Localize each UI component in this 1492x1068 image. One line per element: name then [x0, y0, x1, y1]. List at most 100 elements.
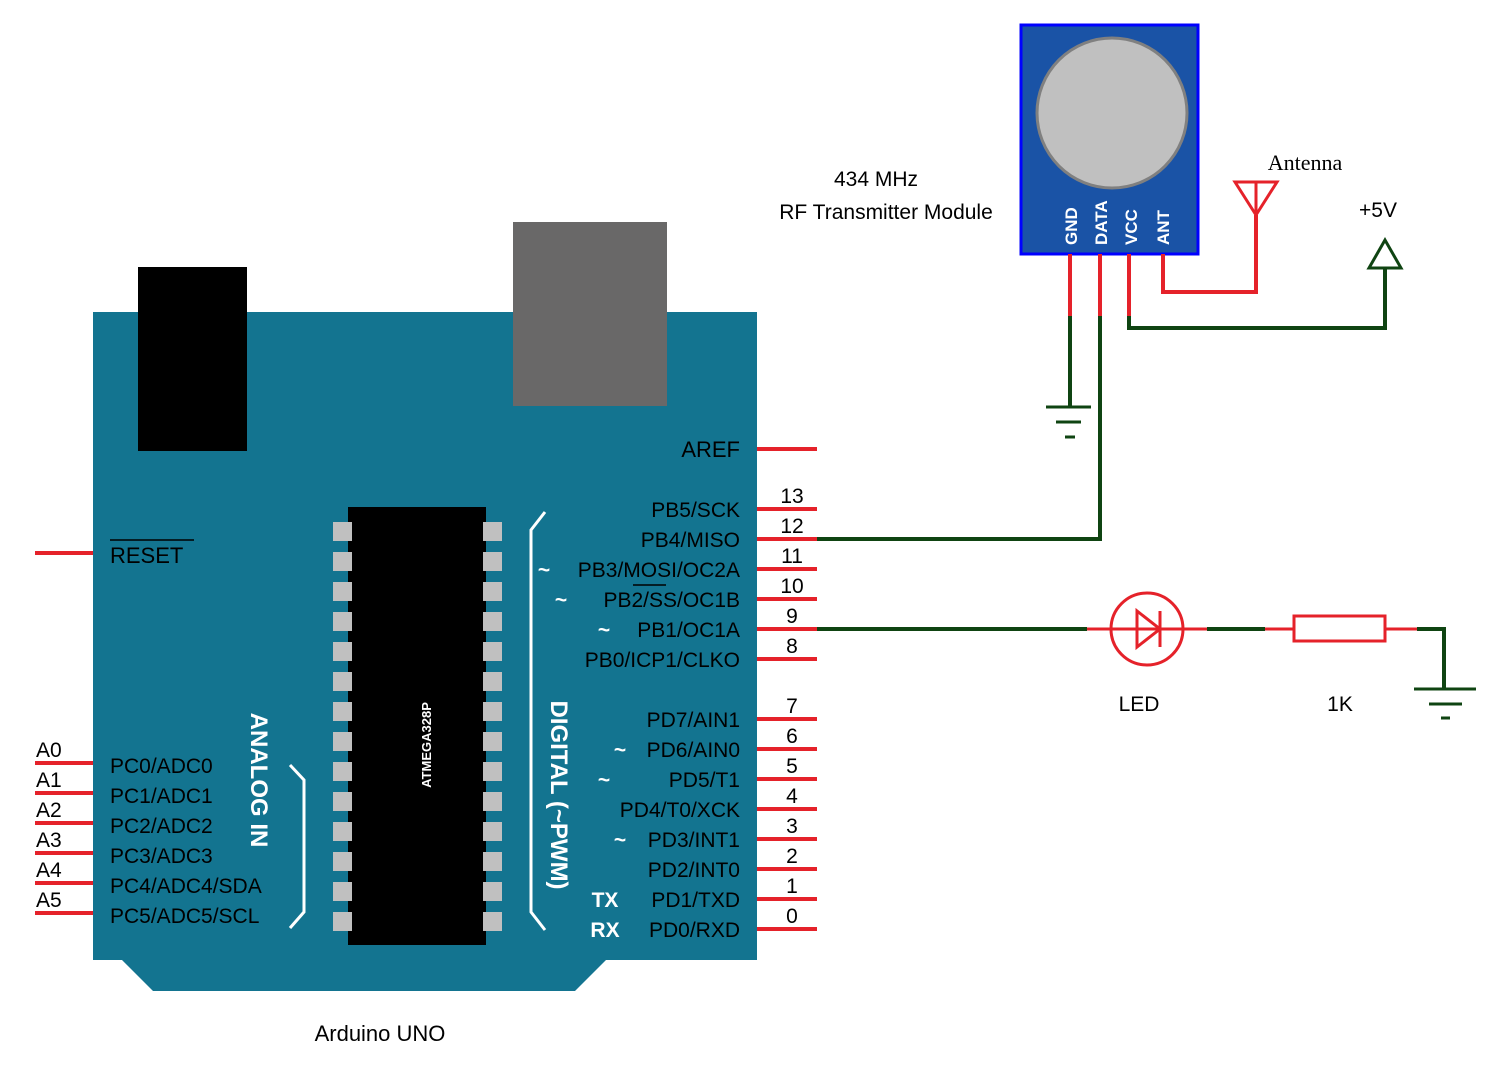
chip-pin	[333, 552, 352, 571]
pin-number: 4	[786, 785, 798, 808]
pin-name: PB4/MISO	[641, 529, 740, 552]
pin-name: PB0/ICP1/CLKO	[585, 649, 740, 672]
chip-pin	[483, 582, 502, 601]
power-label: +5V	[1359, 199, 1397, 222]
wire-resistor-gnd	[1417, 627, 1446, 688]
pin-name: PB3/MOSI/OC2A	[578, 559, 740, 582]
pin-name: PD1/TXD	[651, 889, 740, 912]
chip-pin	[333, 852, 352, 871]
pin-prefix: TX	[592, 889, 619, 912]
arduino-board: ATMEGA328P DIGITAL (~PWM) ANALOG IN RESE…	[35, 222, 817, 991]
chip-pin	[483, 642, 502, 661]
rf-pin-label-gnd: GND	[1062, 207, 1081, 245]
pin-number: A4	[36, 859, 62, 882]
ground-symbol-led	[1414, 687, 1476, 720]
ground-symbol-rf	[1046, 405, 1091, 439]
chip-pin	[333, 732, 352, 751]
pin-name: PD3/INT1	[648, 829, 740, 852]
pin-prefix: RX	[590, 919, 619, 942]
pin-name: PD5/T1	[669, 769, 740, 792]
rf-module-crystal	[1035, 36, 1189, 190]
chip-label: ATMEGA328P	[419, 702, 434, 788]
rf-pin-label-ant: ANT	[1154, 209, 1173, 245]
pin-prefix: ~	[538, 559, 550, 582]
pin-number: A2	[36, 799, 62, 822]
digital-bracket	[529, 511, 547, 931]
rf-ant-lead	[1161, 215, 1258, 294]
pin-number: 10	[780, 575, 803, 598]
chip-pin	[483, 852, 502, 871]
chip-pin	[333, 702, 352, 721]
pin-name: PC0/ADC0	[110, 755, 213, 778]
digital-group-label: DIGITAL (~PWM)	[545, 700, 572, 889]
rf-module-leads	[1068, 215, 1258, 316]
pin-number: A3	[36, 829, 62, 852]
pin-number: 8	[786, 635, 798, 658]
pin-number: 11	[781, 545, 803, 568]
pin-prefix: ~	[614, 829, 626, 852]
reset-label: RESET	[110, 543, 183, 568]
resistor-label: 1K	[1327, 693, 1353, 716]
chip-pin	[333, 612, 352, 631]
aref-label: AREF	[681, 437, 740, 462]
chip-pin	[483, 672, 502, 691]
chip-pin	[483, 822, 502, 841]
pin-number: 2	[786, 845, 798, 868]
rf-module-title-line1: 434 MHz	[834, 168, 918, 191]
chip-pin	[483, 522, 502, 541]
usb-port	[513, 222, 667, 406]
pin-prefix: ~	[598, 619, 610, 642]
pin-number: 7	[786, 695, 798, 718]
pin-number: 9	[786, 605, 798, 628]
pin-name: PC3/ADC3	[110, 845, 213, 868]
antenna-symbol	[1232, 180, 1280, 218]
chip-pin	[483, 762, 502, 781]
atmega328p-chip	[348, 507, 486, 945]
pin-number: 0	[786, 905, 798, 928]
pin-prefix: ~	[598, 769, 610, 792]
pin-name: PC5/ADC5/SCL	[110, 905, 259, 928]
antenna-label: Antenna	[1268, 150, 1343, 175]
resistor-icon	[1292, 614, 1387, 643]
chip-pin	[483, 792, 502, 811]
power-jack	[138, 267, 247, 451]
wires	[817, 268, 1446, 688]
pin-number: 13	[780, 485, 803, 508]
wire-data-pin12	[817, 316, 1102, 541]
pin-name: PD2/INT0	[648, 859, 740, 882]
pin-number: 1	[786, 875, 798, 898]
chip-pin	[483, 882, 502, 901]
chip-pin	[333, 822, 352, 841]
led-label: LED	[1119, 693, 1160, 716]
digital-pins: 13PB5/SCK12PB4/MISO11PB3/MOSI/OC2A~10PB2…	[538, 485, 817, 942]
pin-name: PC2/ADC2	[110, 815, 213, 838]
chip-pin	[333, 672, 352, 691]
pin-name: PC4/ADC4/SDA	[110, 875, 262, 898]
pin-number: A1	[36, 769, 62, 792]
chip-pin	[483, 912, 502, 931]
analog-pins: A0PC0/ADC0A1PC1/ADC1A2PC2/ADC2A3PC3/ADC3…	[35, 739, 262, 928]
chip-pin	[333, 522, 352, 541]
pin-name: PB2/SS/OC1B	[603, 589, 740, 612]
pin-name: PD0/RXD	[649, 919, 740, 942]
chip-pin	[483, 552, 502, 571]
pin-name: PD4/T0/XCK	[620, 799, 740, 822]
pin-number: 12	[780, 515, 803, 538]
